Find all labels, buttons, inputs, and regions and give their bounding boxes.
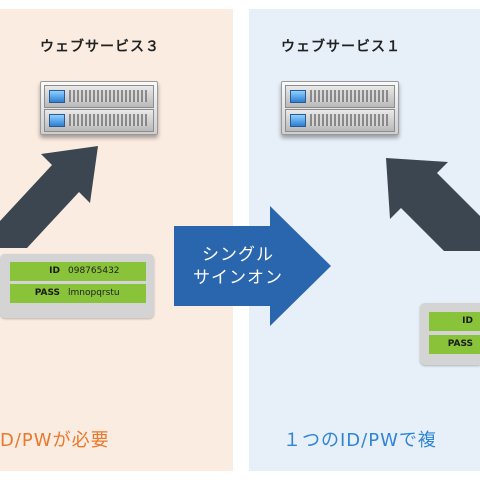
sso-label: シングル サインオン xyxy=(186,244,290,290)
pass-label: PASS xyxy=(34,288,60,298)
right-caption: １つのID/PWで複 xyxy=(283,430,437,451)
service-title-1: ウェブサービス１ xyxy=(281,39,401,55)
id-label: ID xyxy=(49,266,60,276)
server-icon xyxy=(281,81,399,135)
single-sign-on-arrow-icon xyxy=(174,206,331,326)
id-row: ID xyxy=(429,312,480,331)
credential-card: ID PASS xyxy=(420,303,480,365)
sso-label-line1: シングル xyxy=(202,245,274,265)
pass-label: PASS xyxy=(447,339,473,349)
id-value: 098765432 xyxy=(68,266,120,276)
left-caption: D/PWが必要 xyxy=(0,430,110,451)
sso-label-line2: サインオン xyxy=(193,268,283,288)
id-row: ID 098765432 xyxy=(10,262,146,281)
arrow-up-left-icon xyxy=(386,158,480,251)
server-icon xyxy=(40,81,158,135)
service-title-3: ウェブサービス３ xyxy=(40,39,160,55)
arrow-up-right-icon xyxy=(0,146,98,248)
credential-card: ID 098765432 PASS lmnopqrstu xyxy=(0,254,154,318)
pass-row: PASS lmnopqrstu xyxy=(10,284,146,303)
pass-row: PASS xyxy=(429,335,480,354)
pass-value: lmnopqrstu xyxy=(68,288,120,298)
id-label: ID xyxy=(462,316,473,326)
